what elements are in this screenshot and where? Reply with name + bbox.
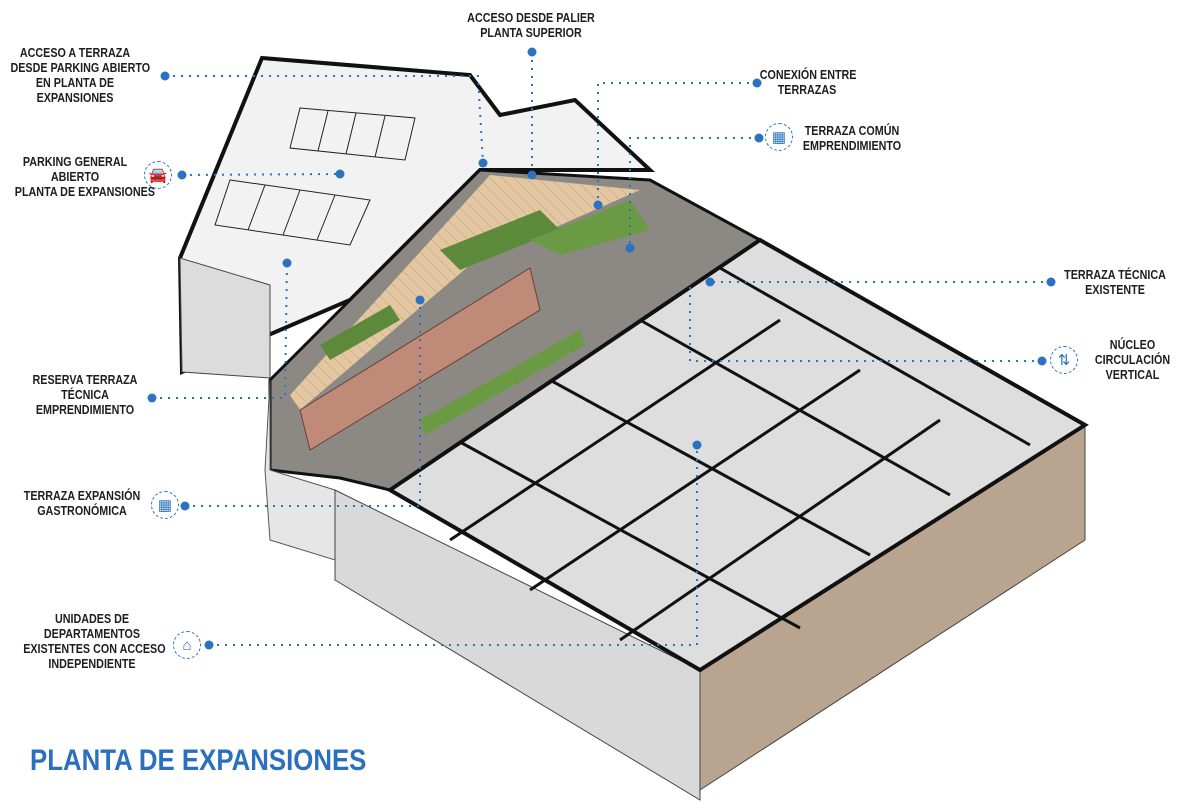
label-line: UNIDADES DE <box>54 612 130 626</box>
label-line: PLANTA SUPERIOR <box>480 26 582 40</box>
label-line: EMPRENDIMIENTO <box>35 403 135 417</box>
label-conexion: CONEXIÓN ENTRE TERRAZAS <box>759 68 857 98</box>
label-line: ABIERTO <box>50 170 100 184</box>
elevator-icon: ⇅ <box>1050 346 1078 374</box>
arcade <box>299 267 541 451</box>
label-line: ACCESO A TERRAZA <box>19 46 131 60</box>
terrace-icon: ▦ <box>151 491 179 519</box>
label-line: TERRAZA EXPANSIÓN <box>23 489 141 503</box>
partition-walls <box>449 266 1031 642</box>
label-line: TERRAZA TÉCNICA <box>1064 268 1166 282</box>
label-terraza-tecnica: TERRAZA TÉCNICA EXISTENTE <box>1063 268 1166 298</box>
label-line: ACCESO DESDE PALIER <box>467 11 595 25</box>
leader-lines <box>152 52 1051 646</box>
label-line: CIRCULACIÓN <box>1094 353 1171 367</box>
label-line: VERTICAL <box>1105 368 1160 382</box>
label-line: RESERVA TERRAZA <box>32 373 138 387</box>
front-face <box>334 489 701 801</box>
green-planter <box>320 305 400 360</box>
label-line: TERRAZA COMÚN <box>804 124 900 138</box>
label-reserva: RESERVA TERRAZA TÉCNICA EMPRENDIMIENTO <box>29 373 141 418</box>
label-terraza-comun: TERRAZA COMÚN EMPRENDIMIENTO <box>800 124 903 154</box>
label-line: DEPARTAMENTOS <box>43 627 141 641</box>
page-title: PLANTA DE EXPANSIONES <box>30 744 367 777</box>
label-parking: PARKING GENERAL ABIERTO PLANTA DE EXPANS… <box>14 155 155 200</box>
label-acceso-palier: ACCESO DESDE PALIER PLANTA SUPERIOR <box>467 11 596 41</box>
label-line: PARKING GENERAL <box>22 155 128 169</box>
leader-dots <box>147 47 1056 650</box>
label-line: PLANTA DE EXPANSIONES <box>14 185 155 199</box>
label-line: GASTRONÓMICA <box>37 504 127 518</box>
house-icon: ⌂ <box>173 631 201 659</box>
label-line: EXISTENTES CON ACCESO <box>23 642 166 656</box>
car-icon: 🚘 <box>144 161 172 189</box>
parking-stalls <box>214 107 416 246</box>
green-planter <box>440 210 560 270</box>
parking-area <box>177 55 656 376</box>
deck <box>290 175 640 410</box>
label-acceso-terraza: ACCESO A TERRAZA DESDE PARKING ABIERTO E… <box>10 46 151 106</box>
label-line: NÚCLEO <box>1109 338 1156 352</box>
label-line: DESDE PARKING ABIERTO <box>10 61 151 75</box>
label-line: EMPRENDIMIENTO <box>802 139 902 153</box>
label-line: EXPANSIONES <box>36 91 114 105</box>
label-gastronomica: TERRAZA EXPANSIÓN GASTRONÓMICA <box>22 489 142 519</box>
label-line: EXISTENTE <box>1085 283 1145 297</box>
terrace-icon: ▦ <box>765 123 793 151</box>
label-unidades: UNIDADES DE DEPARTAMENTOS EXISTENTES CON… <box>23 612 166 672</box>
label-line: TÉCNICA <box>61 388 109 402</box>
label-line: INDEPENDIENTE <box>48 657 136 671</box>
apartments-floor <box>386 237 1089 673</box>
label-line: TERRAZAS <box>777 83 837 97</box>
green-strip <box>420 330 585 435</box>
label-nucleo: NÚCLEO CIRCULACIÓN VERTICAL <box>1087 338 1177 383</box>
label-line: EN PLANTA DE <box>35 76 115 90</box>
label-line: CONEXIÓN ENTRE <box>759 68 857 82</box>
green-planter <box>530 200 650 255</box>
